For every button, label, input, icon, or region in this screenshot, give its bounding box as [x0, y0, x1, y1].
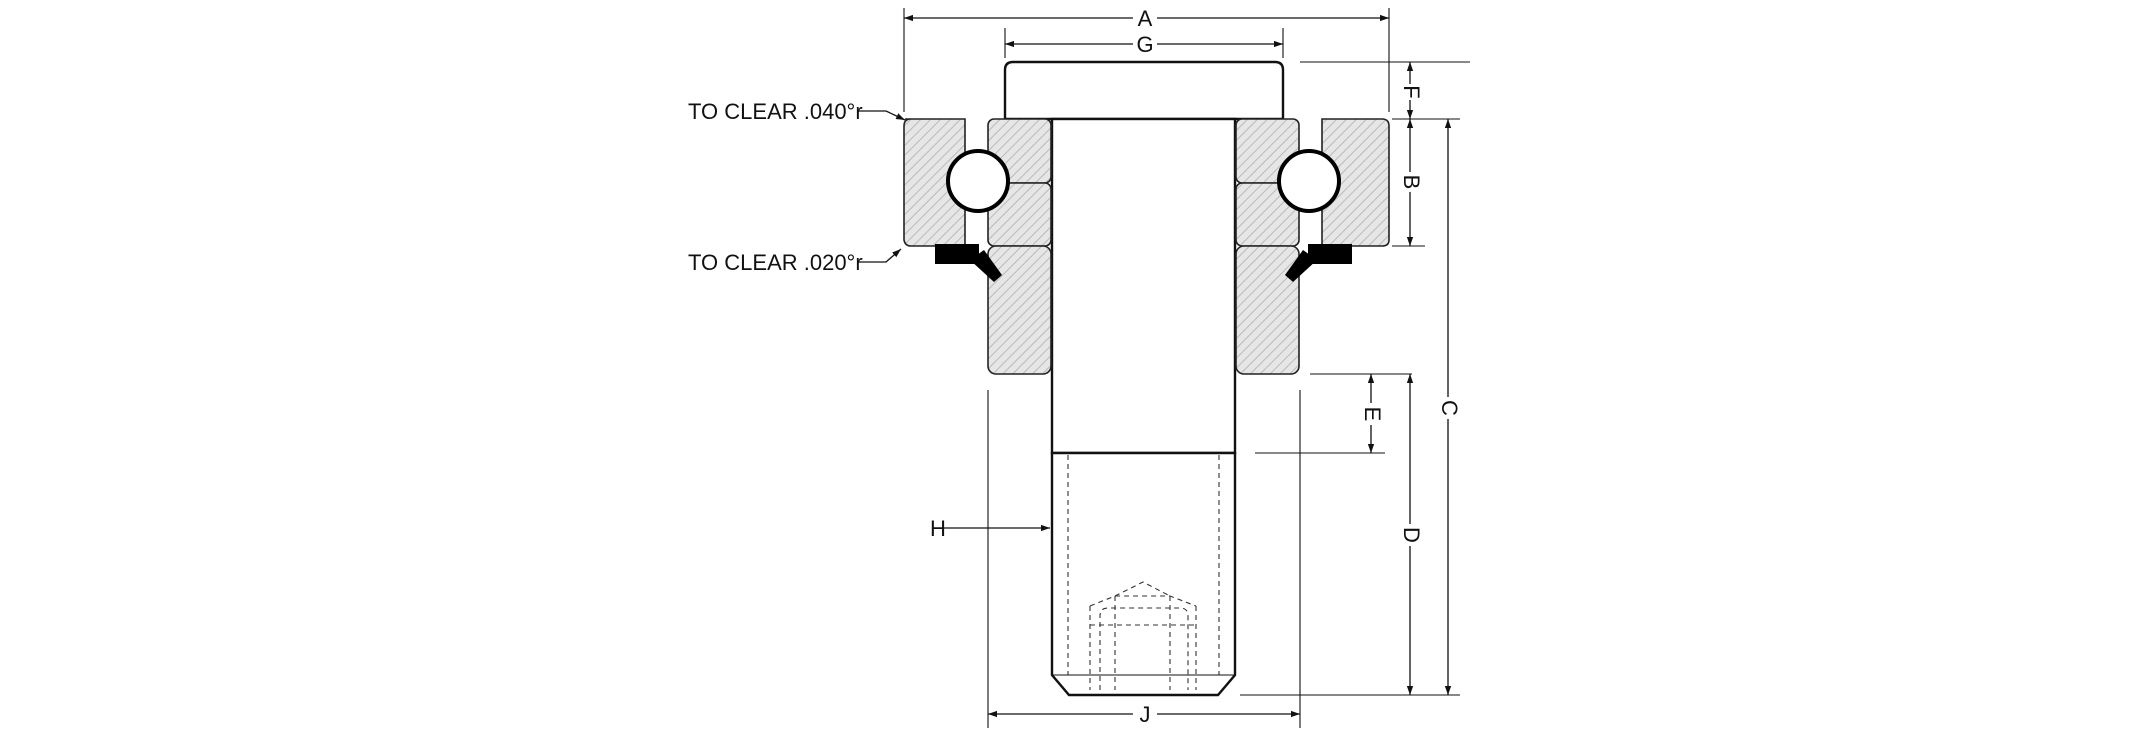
dimension-a: A: [903, 6, 1390, 112]
ball-right: [1277, 149, 1341, 213]
outer-race-left: [903, 118, 966, 247]
stud-head: [1003, 60, 1285, 121]
dim-label-f: F: [1399, 85, 1424, 98]
bearing-left-section: [903, 118, 1052, 375]
dimension-j: J: [987, 390, 1301, 728]
dim-label-g: G: [1136, 32, 1153, 57]
shield-left: [935, 244, 979, 264]
leader-h: H: [930, 516, 1050, 541]
seal-lip-left: [970, 250, 1002, 282]
extension-lines-right: [1240, 61, 1470, 696]
dimension-f: F: [1399, 62, 1424, 119]
dim-label-d: D: [1399, 527, 1424, 543]
callout-clear-020: TO CLEAR .020°r: [688, 248, 902, 275]
callout-clear-020-text: TO CLEAR .020°r: [688, 250, 863, 275]
stud: [1003, 60, 1285, 697]
dimension-c: C: [1437, 119, 1462, 695]
callout-clear-040-text: TO CLEAR .040°r: [688, 99, 863, 124]
dim-label-a: A: [1138, 6, 1153, 31]
stud-shank: [1050, 117, 1237, 455]
dimension-b: B: [1399, 119, 1424, 246]
dim-label-b: B: [1399, 175, 1424, 190]
shield-right: [1308, 244, 1352, 264]
spacer-right: [1235, 245, 1300, 375]
stud-thread: [1050, 451, 1237, 697]
dimension-e: E: [1360, 374, 1385, 453]
dim-label-e: E: [1360, 407, 1385, 422]
spacer-left: [987, 245, 1052, 375]
outer-race-right: [1321, 118, 1390, 247]
dim-label-c: C: [1437, 400, 1462, 416]
callout-clear-040: TO CLEAR .040°r: [688, 99, 906, 124]
dimension-d: D: [1399, 374, 1424, 695]
dim-label-j: J: [1140, 702, 1151, 727]
hex-socket-hidden: [1089, 581, 1197, 690]
bearing-right-section: [1235, 118, 1390, 375]
dimension-g: G: [1004, 28, 1284, 58]
ball-left: [946, 149, 1010, 213]
dim-label-h: H: [930, 516, 946, 541]
seal-lip-right: [1285, 250, 1317, 282]
